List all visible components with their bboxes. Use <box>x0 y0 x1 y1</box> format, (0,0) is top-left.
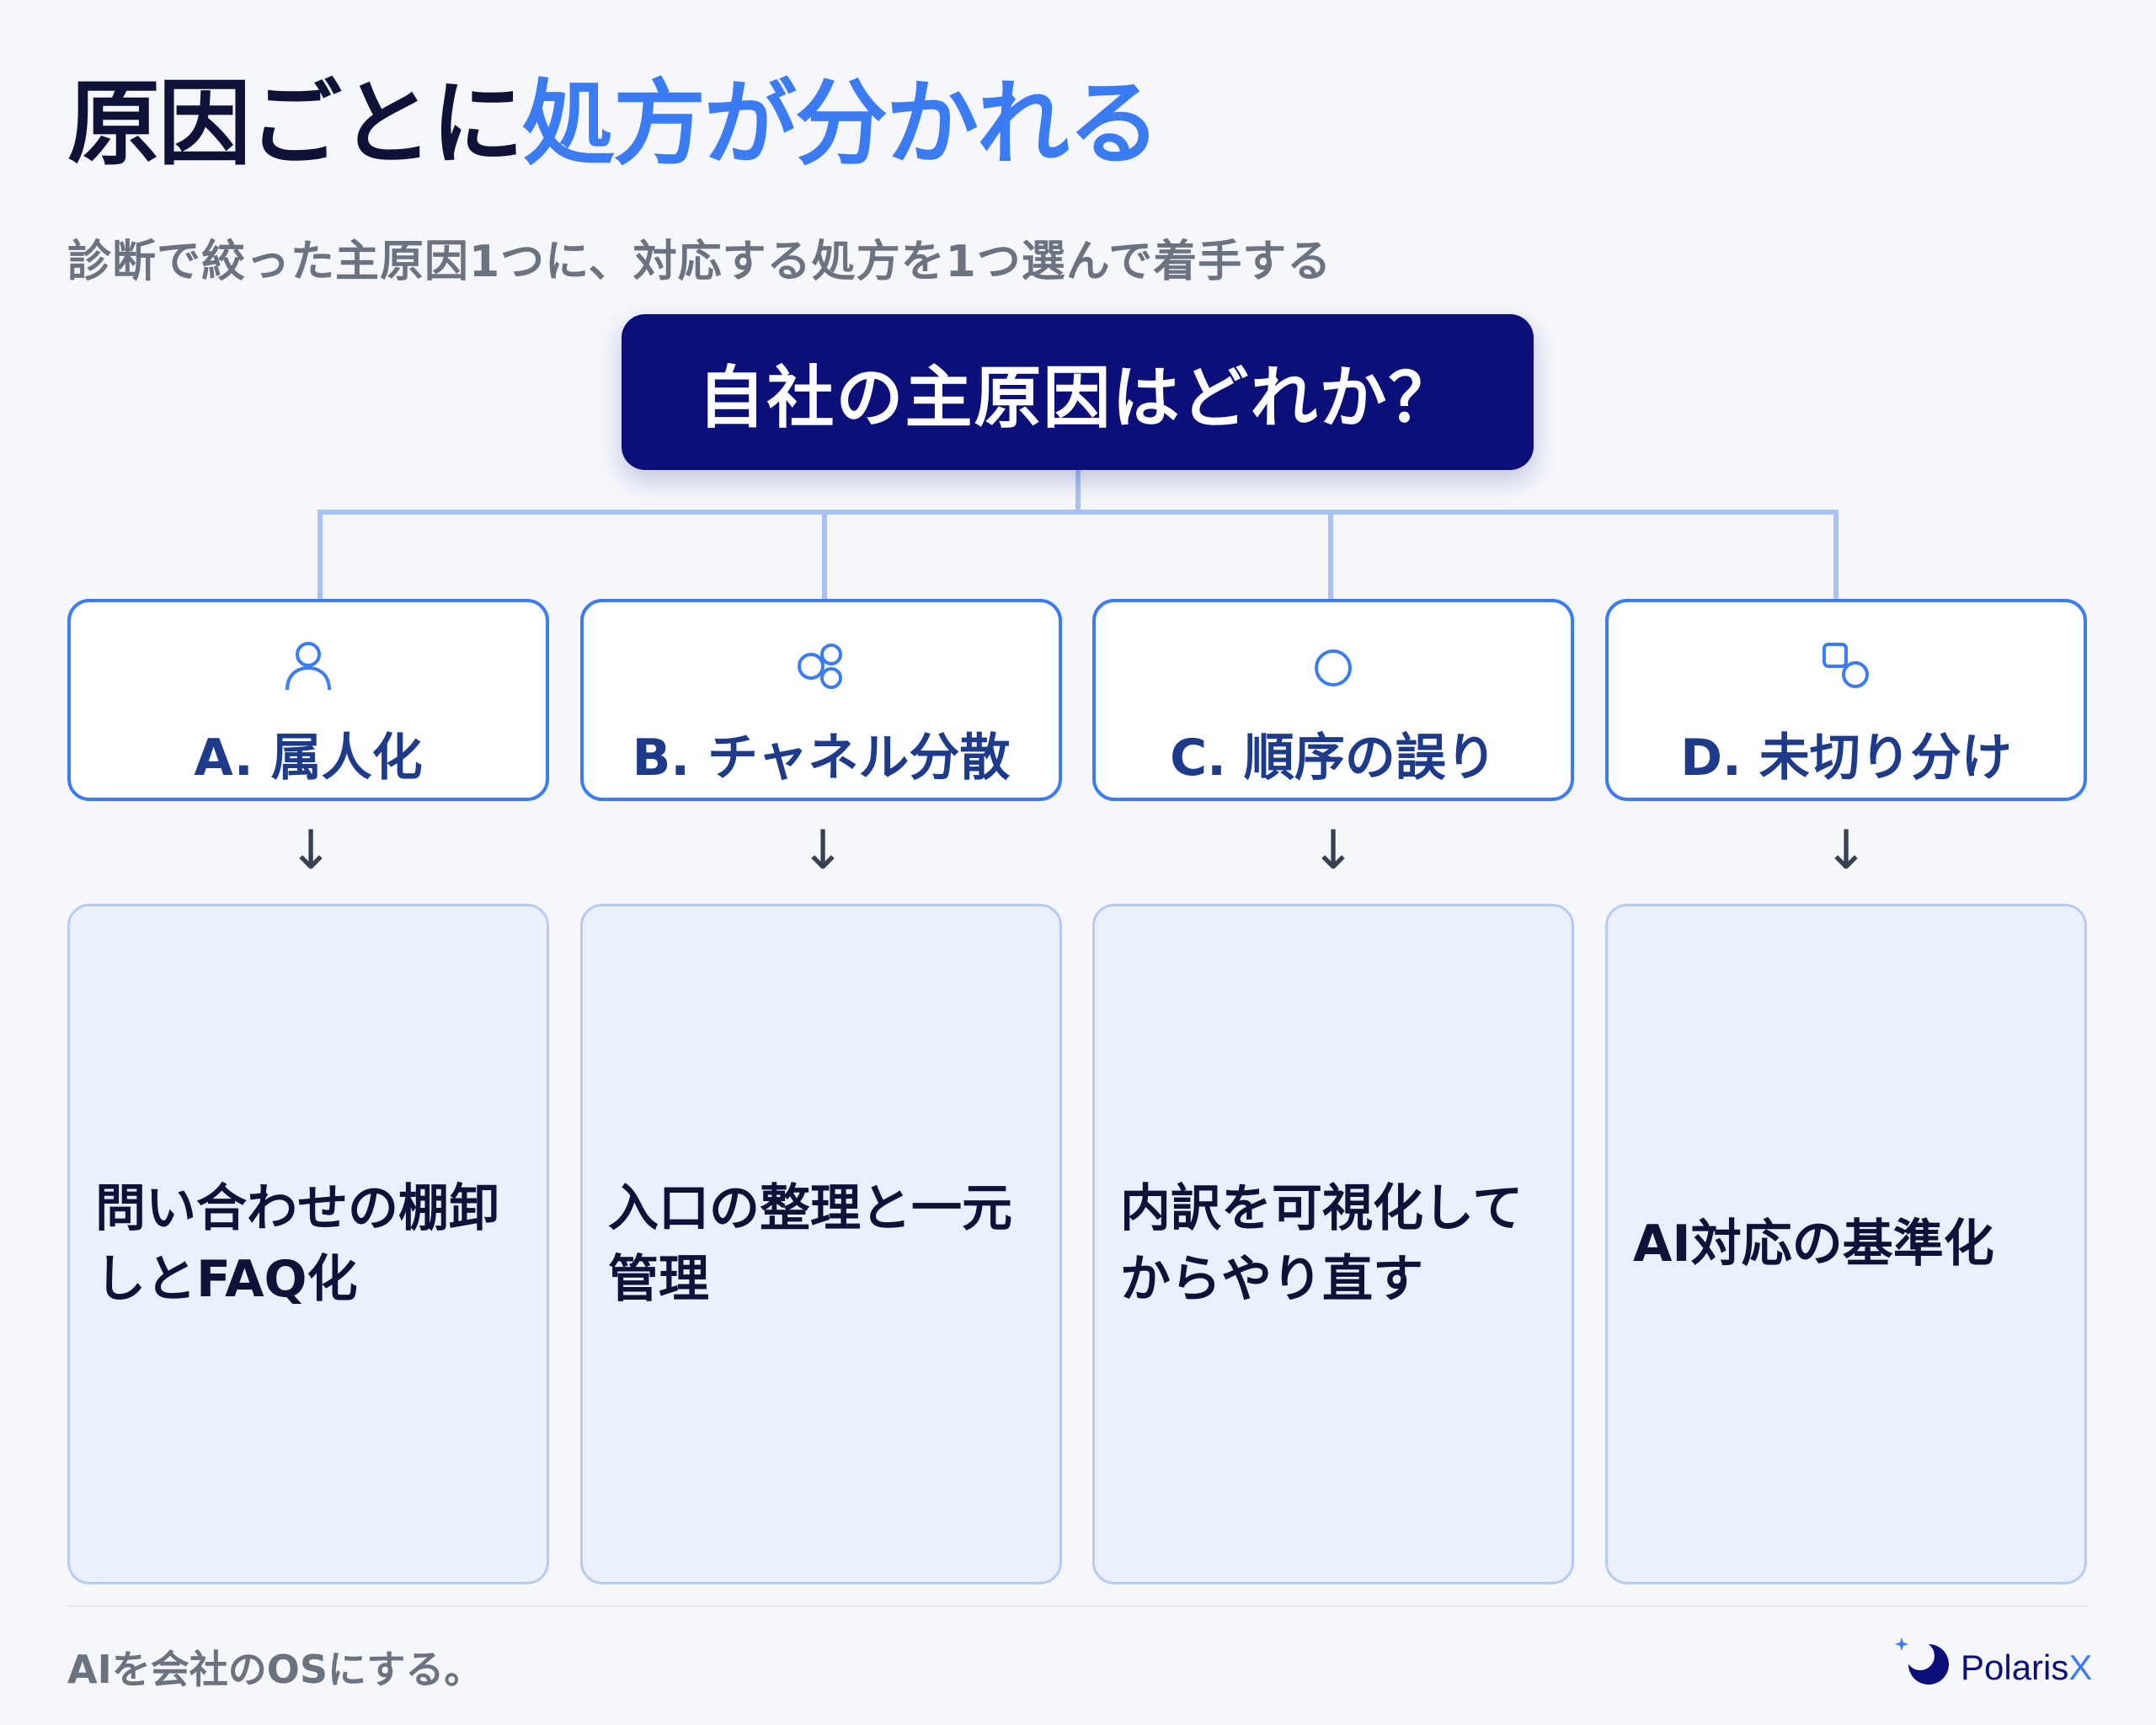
square-circle-icon <box>1822 643 1869 688</box>
cause-label-a: A. 属人化 <box>194 729 423 788</box>
prescription-text-c: 内訳を可視化してからやり直す <box>1120 1179 1524 1309</box>
down-arrow-icon: ↓ <box>800 820 846 882</box>
brand-name: PolarisX <box>1961 1648 2092 1688</box>
cause-card-c: C. 順序の誤り <box>1092 599 1574 801</box>
cause-label-b: B. チャネル分散 <box>632 729 1011 788</box>
circle-icon <box>1315 649 1352 686</box>
tree-connectors <box>318 470 1838 599</box>
prescription-box-a: 問い合わせの棚卸しとFAQ化 <box>67 904 549 1584</box>
prescription-text-d: AI対応の基準化 <box>1633 1215 1994 1274</box>
root-question-box: 自社の主原因はどれか？ <box>622 314 1534 470</box>
prescription-box-d: AI対応の基準化 <box>1605 904 2087 1584</box>
root-question-label: 自社の主原因はどれか？ <box>697 358 1458 437</box>
page-subtitle: 診断で絞った主原因1つに、対応する処方を1つ選んで着手する <box>67 237 1332 287</box>
cause-card-a: A. 属人化 <box>67 599 549 801</box>
page-title: 原因ごとに処方が分かれる <box>67 77 1161 170</box>
prescription-text-a: 問い合わせの棚卸しとFAQ化 <box>95 1179 499 1309</box>
prescription-box-b: 入口の整理と一元管理 <box>580 904 1062 1584</box>
prescription-text-b: 入口の整理と一元管理 <box>608 1179 1012 1309</box>
cause-label-c: C. 順序の誤り <box>1170 729 1497 788</box>
cause-card-d: D. 未切り分け <box>1605 599 2087 801</box>
brand-name-main: Polaris <box>1961 1648 2069 1687</box>
cause-card-b: B. チャネル分散 <box>580 599 1062 801</box>
down-arrow-icon: ↓ <box>288 820 334 882</box>
scatter-circles-icon <box>798 644 842 689</box>
polaris-logo-icon <box>1895 1637 1949 1685</box>
down-arrow-icon: ↓ <box>1310 820 1356 882</box>
title-part-2-highlight: 処方が分かれる <box>522 70 1161 178</box>
title-part-1: 原因ごとに <box>67 70 524 178</box>
footer-tagline: AIを会社のOSにする。 <box>67 1647 483 1692</box>
down-arrow-icon: ↓ <box>1823 820 1869 882</box>
prescription-box-c: 内訳を可視化してからやり直す <box>1092 904 1574 1584</box>
brand-name-accent: X <box>2068 1648 2093 1687</box>
cause-label-d: D. 未切り分け <box>1680 729 2012 788</box>
person-icon <box>286 642 331 691</box>
footer-divider <box>67 1605 2089 1607</box>
